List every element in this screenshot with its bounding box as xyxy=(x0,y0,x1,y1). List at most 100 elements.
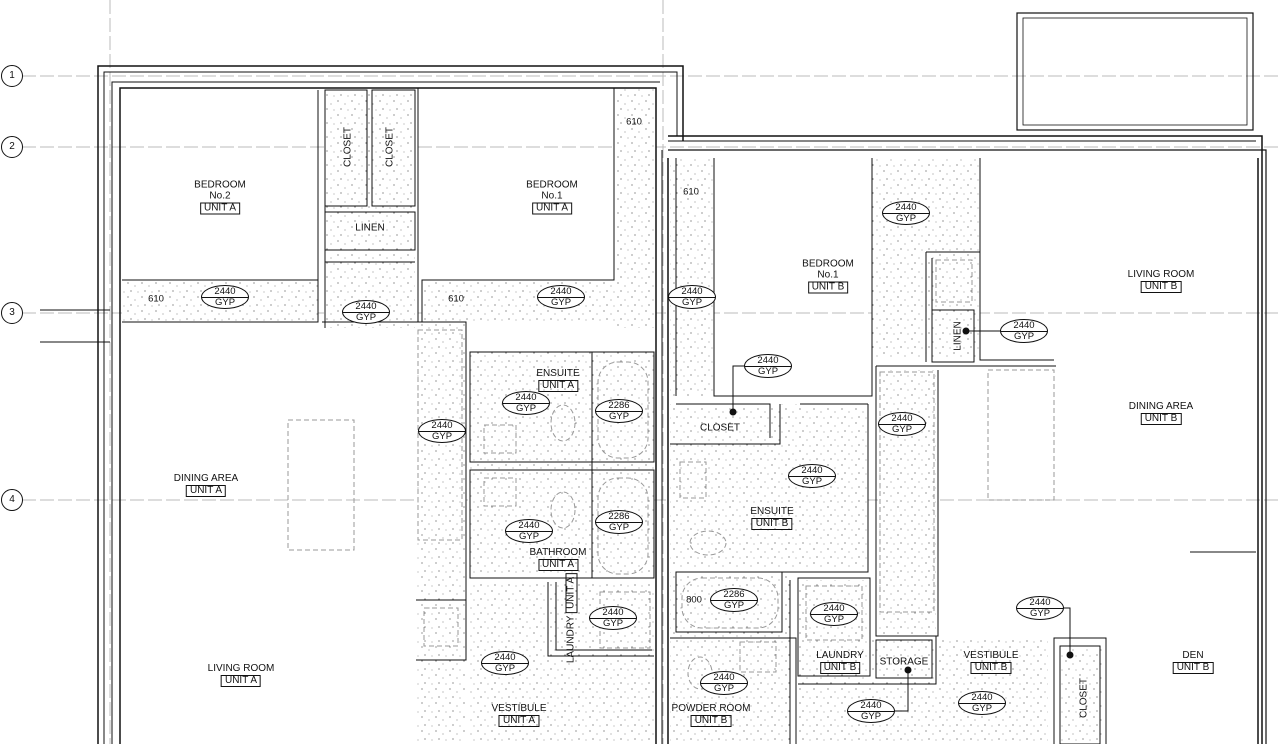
grid-bubble-2: 2 xyxy=(1,136,23,158)
room-number: No.1 xyxy=(817,269,839,281)
dimension-label: 800 xyxy=(686,594,702,606)
room-name: LAUNDRY xyxy=(565,615,577,664)
grid-bubble-3: 3 xyxy=(1,302,23,324)
dimension-label: 610 xyxy=(626,116,642,128)
unit-tag: UNIT B xyxy=(1140,413,1182,425)
room-label: LINEN xyxy=(952,321,964,351)
ceiling-material: GYP xyxy=(681,297,703,308)
ceiling-height: 2440 xyxy=(701,673,747,684)
ceiling-height: 2440 xyxy=(503,393,549,404)
ceiling-height: 2286 xyxy=(711,590,757,601)
ceiling-height: 2440 xyxy=(669,287,715,298)
unit-tag: UNIT A xyxy=(220,675,262,687)
ceiling-height: 2440 xyxy=(879,414,925,425)
room-name: LIVING ROOM xyxy=(207,663,275,674)
unit-tag: UNIT A xyxy=(185,485,227,497)
room-name: BATHROOM xyxy=(529,547,587,558)
ceiling-material: GYP xyxy=(860,711,882,722)
unit-tag: UNIT B xyxy=(690,715,732,727)
unit-tag: UNIT B xyxy=(1140,281,1182,293)
ceiling-height: 2440 xyxy=(1001,321,1047,332)
ceiling-material: GYP xyxy=(494,663,516,674)
ceiling-material: GYP xyxy=(713,683,735,694)
ceiling-height: 2286 xyxy=(596,401,642,412)
room-name: BEDROOM xyxy=(802,258,854,270)
walls xyxy=(40,12,1267,744)
ceiling-material: GYP xyxy=(823,614,845,625)
unit-tag: UNIT B xyxy=(1172,662,1214,674)
room-number: No.1 xyxy=(541,190,563,202)
ceiling-material: GYP xyxy=(608,411,630,422)
dimension-label: 610 xyxy=(683,186,699,198)
room-label: CLOSET xyxy=(1078,677,1090,719)
fixtures xyxy=(287,259,1055,690)
room-name: DINING AREA xyxy=(1128,401,1194,412)
grid-bubble-1: 1 xyxy=(1,65,23,87)
room-name: ENSUITE xyxy=(536,368,580,379)
ceiling-material: GYP xyxy=(518,531,540,542)
room-label: CLOSET xyxy=(342,126,354,168)
room-label: LINEN xyxy=(355,222,385,234)
ceiling-material: GYP xyxy=(550,297,572,308)
unit-tag: UNIT A xyxy=(565,572,578,613)
ceiling-material: GYP xyxy=(891,424,913,435)
room-label: CLOSET xyxy=(699,422,741,434)
unit-tag: UNIT B xyxy=(819,662,861,674)
ceiling-material: GYP xyxy=(355,312,377,323)
room-name: BEDROOM xyxy=(526,179,578,191)
ceiling-height: 2440 xyxy=(482,653,528,664)
dimension-label: 610 xyxy=(148,293,164,305)
ceiling-material: GYP xyxy=(895,213,917,224)
unit-tag: UNIT A xyxy=(537,559,579,571)
room-name: DINING AREA xyxy=(173,473,239,484)
unit-tag: UNIT B xyxy=(807,281,849,294)
ceiling-height: 2440 xyxy=(745,356,791,367)
unit-tag: UNIT B xyxy=(970,662,1012,674)
unit-tag: UNIT B xyxy=(751,518,793,530)
room-name: VESTIBULE xyxy=(491,703,547,714)
ceiling-material: GYP xyxy=(608,522,630,533)
grid-lines xyxy=(22,0,1280,744)
room-name: POWDER ROOM xyxy=(671,703,751,714)
room-label: STORAGE xyxy=(879,656,929,668)
ceiling-height: 2440 xyxy=(202,287,248,298)
leader-dots xyxy=(729,327,1074,674)
unit-tag: UNIT A xyxy=(531,202,573,215)
ceiling-material: GYP xyxy=(431,431,453,442)
ceiling-material: GYP xyxy=(1029,608,1051,619)
room-name: VESTIBULE xyxy=(963,650,1019,661)
room-label: LAUNDRY UNIT A xyxy=(565,572,578,664)
ceiling-height: 2440 xyxy=(811,604,857,615)
unit-tag: UNIT A xyxy=(498,715,540,727)
ceiling-material: GYP xyxy=(757,366,779,377)
room-name: LIVING ROOM xyxy=(1127,269,1195,280)
unit-tag: UNIT A xyxy=(199,202,241,215)
room-label: CLOSET xyxy=(384,126,396,168)
ceiling-height: 2440 xyxy=(1017,598,1063,609)
ceiling-height: 2440 xyxy=(883,203,929,214)
ceiling-material: GYP xyxy=(723,600,745,611)
